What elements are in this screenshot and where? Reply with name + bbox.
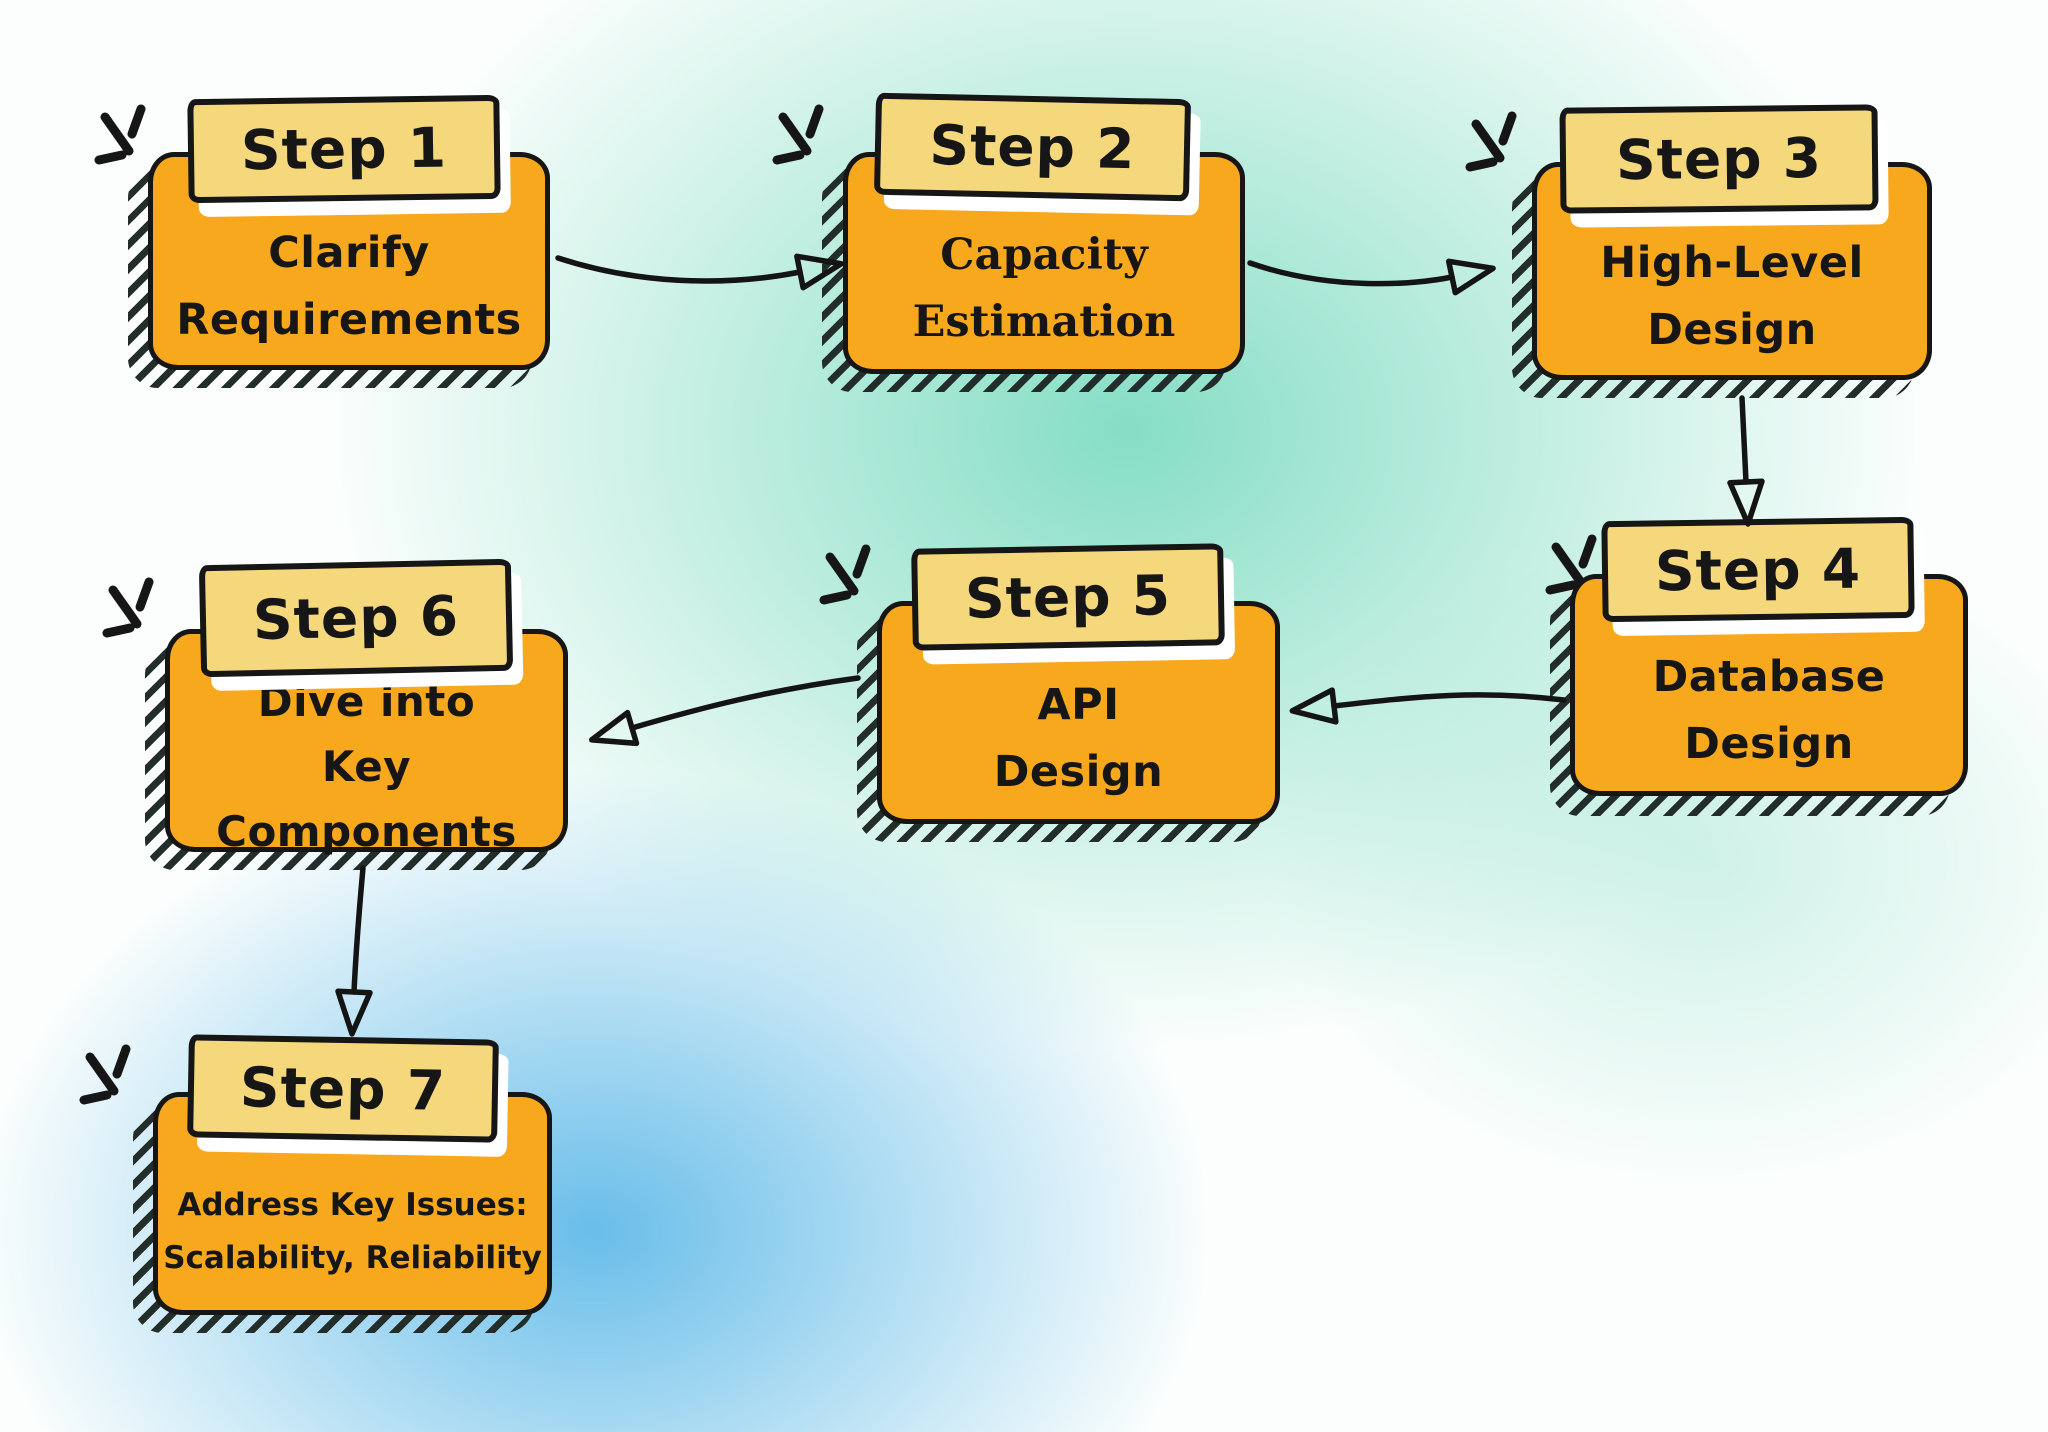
step-title: Capacity Estimation	[913, 170, 1176, 355]
step-title-line1: Dive into	[257, 676, 476, 726]
step-box-7: Address Key Issues: Scalability, Reliabi…	[153, 1092, 552, 1315]
step-box-6: Dive into Key Components	[165, 629, 568, 856]
arrow-step6-to-step7	[335, 865, 373, 1037]
step-title-line1: API	[1037, 679, 1120, 730]
hatch-shadow	[145, 645, 550, 870]
hatch-shadow	[133, 1108, 534, 1333]
step-title: Clarify Requirements	[176, 168, 522, 353]
step-label-3: Step 3	[1559, 104, 1879, 214]
arrow-step1-to-step2	[555, 253, 844, 291]
step-label-5: Step 5	[911, 543, 1225, 651]
step-box-1: Clarify Requirements	[148, 152, 550, 370]
step-title: Database Design	[1653, 592, 1886, 777]
step-label-text: Step 4	[1654, 536, 1862, 603]
sparkle-icon	[94, 104, 146, 165]
step-label-1: Step 1	[187, 94, 501, 204]
arrow-step3-to-step4	[1727, 395, 1765, 527]
step-title-line1: Capacity	[940, 230, 1148, 281]
sparkle-icon	[772, 104, 824, 165]
step-title-line2: Estimation	[912, 297, 1176, 347]
sparkle-icon	[1465, 111, 1517, 172]
arrow-step2-to-step3	[1247, 258, 1496, 296]
hatch-shadow	[1512, 178, 1914, 398]
step-label-text: Step 5	[964, 563, 1172, 631]
step-title-line2: Requirements	[176, 295, 522, 345]
step-label-4: Step 4	[1601, 516, 1915, 623]
step-label-text: Step 3	[1615, 125, 1823, 193]
hatch-shadow	[857, 617, 1262, 842]
step-title-line1: Clarify	[268, 228, 430, 279]
sparkle-icon	[102, 577, 154, 638]
sparkle-icon	[1545, 534, 1597, 595]
arrow-step4-to-step5	[1289, 687, 1567, 725]
step-box-4: Database Design	[1570, 574, 1968, 796]
hatch-shadow	[1550, 592, 1950, 816]
step-label-text: Step 7	[239, 1054, 447, 1123]
step-title: API Design	[994, 620, 1164, 805]
step-box-5: API Design	[877, 601, 1280, 824]
step-label-text: Step 1	[240, 115, 448, 183]
step-title-line2: Design	[993, 746, 1164, 797]
step-label-2: Step 2	[873, 92, 1192, 202]
step-title: Address Key Issues: Scalability, Reliabi…	[163, 1123, 542, 1284]
step-box-2: Capacity Estimation	[843, 152, 1245, 374]
step-title-line2: Key Components	[216, 741, 517, 857]
hatch-shadow	[822, 168, 1226, 392]
step-label-text: Step 6	[252, 583, 460, 653]
step-label-6: Step 6	[198, 558, 514, 678]
sparkle-icon	[79, 1044, 131, 1105]
step-label-text: Step 2	[928, 112, 1137, 182]
step-title-line2: Design	[1684, 719, 1854, 769]
hatch-shadow	[128, 168, 532, 388]
step-label-7: Step 7	[187, 1034, 499, 1143]
arrow-step5-to-step6	[588, 675, 861, 747]
sparkle-icon	[819, 544, 871, 605]
step-title-line1: Database	[1652, 652, 1886, 703]
step-title-line1: High-Level	[1600, 238, 1864, 289]
step-title-line2: Scalability, Reliability	[163, 1239, 542, 1276]
step-title-line2: Design	[1647, 305, 1817, 355]
step-title: High-Level Design	[1600, 178, 1863, 363]
step-title: Dive into Key Components	[170, 617, 563, 864]
step-box-3: High-Level Design	[1532, 162, 1932, 380]
step-title-line1: Address Key Issues:	[177, 1186, 528, 1223]
